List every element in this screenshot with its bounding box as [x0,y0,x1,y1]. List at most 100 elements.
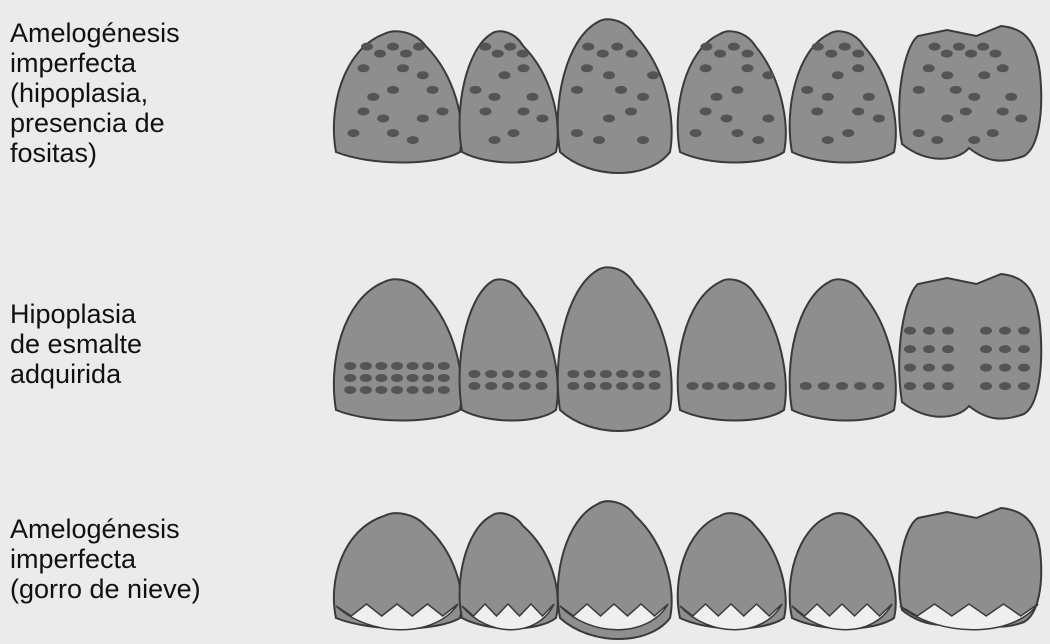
pit [942,364,954,372]
pit [980,345,992,353]
tooth [460,31,558,162]
pit [438,362,450,370]
pit [407,362,419,370]
pit [374,50,386,58]
pit [923,345,935,353]
pit [1015,114,1027,122]
row-label-hypoplasia: Hipoplasia de esmalte adquirida [10,299,142,389]
pit [913,129,925,137]
pit [717,382,729,390]
pit [999,327,1011,335]
tooth [899,508,1041,630]
pit [752,136,764,144]
pit [637,93,649,101]
pit [626,50,638,58]
pit [397,64,409,72]
pit [417,114,429,122]
pit [584,370,596,378]
pit [997,107,1009,115]
pit [407,386,419,394]
pit [616,370,628,378]
pit [508,129,520,137]
tooth [899,274,1041,419]
pit [923,364,935,372]
pit [344,374,356,382]
tooth [790,513,896,630]
tooth [334,279,462,420]
pit [731,129,743,137]
pit [375,362,387,370]
pit [1018,382,1030,390]
pit [931,136,943,144]
pit [438,374,450,382]
pit [649,382,661,390]
tooth [460,513,558,630]
tooth-crown [678,279,786,420]
pit [999,345,1011,353]
pit [941,114,953,122]
pit [852,107,864,115]
pit [1005,93,1017,101]
pit [625,107,637,115]
pit [360,362,372,370]
pit [480,107,492,115]
pit [375,386,387,394]
pit [427,86,439,94]
pit [997,64,1009,72]
pit [437,107,449,115]
pit [762,114,774,122]
pit [567,382,579,390]
tooth-row-hypoplasia [334,267,1041,431]
pit [489,136,501,144]
pit [923,64,935,72]
tooth-row-snowcap [334,501,1041,639]
pit [800,382,812,390]
pit [537,114,549,122]
pit [904,345,916,353]
row-label-pitted: Amelogénesis imperfecta (hipoplasia, pre… [10,18,180,168]
pit [832,71,844,79]
pit [700,64,712,72]
pit [929,43,941,51]
tooth-crown [460,31,558,162]
pit [344,362,356,370]
pit [711,93,723,101]
pit [344,386,356,394]
pit [357,107,369,115]
pit [502,382,514,390]
pit [811,107,823,115]
pit [953,43,965,51]
pit [519,370,531,378]
pit [603,71,615,79]
pit [977,43,989,51]
pit [400,50,412,58]
pit [600,370,612,378]
pit [978,71,990,79]
pit [584,382,596,390]
pit [950,86,962,94]
tooth [678,513,786,630]
pit [387,43,399,51]
pit [485,370,497,378]
tooth [678,31,786,162]
pit [422,374,434,382]
pit [714,50,726,58]
pit [825,50,837,58]
pit [748,382,760,390]
pit [468,382,480,390]
pit [571,86,583,94]
pit [489,93,501,101]
pit [615,86,627,94]
pit [913,86,925,94]
pit [387,129,399,137]
pit [812,43,824,51]
pit [818,382,830,390]
pit [904,382,916,390]
tooth-crown [790,31,896,162]
pit [536,370,548,378]
pit [536,382,548,390]
pit [721,114,733,122]
tooth [558,19,672,173]
pit [942,345,954,353]
pit [479,43,491,51]
